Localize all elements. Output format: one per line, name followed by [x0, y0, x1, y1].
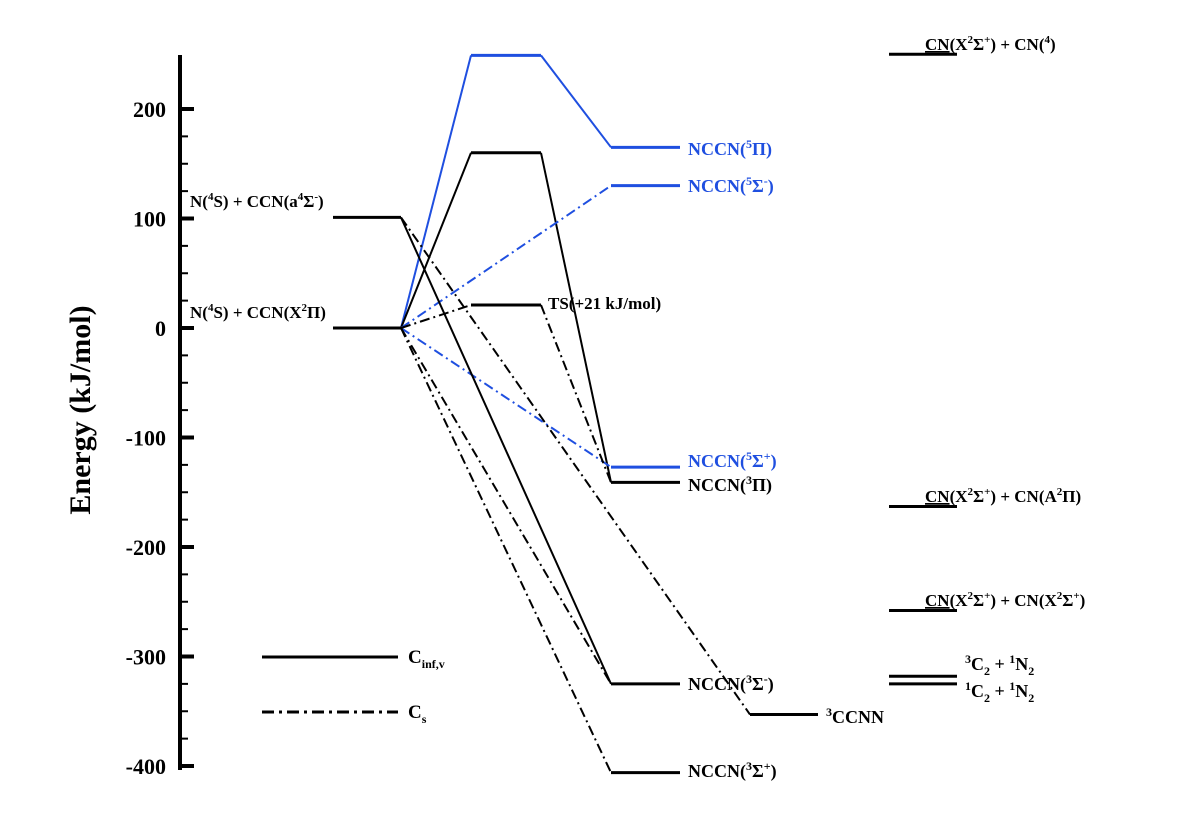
connection-ts21-p3pi	[540, 304, 612, 483]
y-tick-label: 200	[133, 97, 166, 122]
label-d5: 1C2 + 1N2	[965, 679, 1034, 705]
label-d1: CN(X2Σ+) + CN(4)	[925, 34, 1056, 54]
label-p3pi: NCCN(3Π)	[688, 473, 772, 496]
label-p3sp: NCCN(3Σ+)	[688, 759, 777, 782]
connection-r1-ts21	[400, 304, 472, 329]
y-tick-label: -100	[126, 426, 166, 451]
connection-ts5a-p5pi	[540, 54, 612, 148]
connection-r1-ts5a	[400, 55, 472, 329]
label-ts21: TS(+21 kJ/mol)	[548, 294, 661, 313]
label-p3sm: NCCN(3Σ-)	[688, 672, 774, 695]
connection-r1-p5sm	[400, 184, 612, 329]
label-d3: CN(X2Σ+) + CN(X2Σ+)	[925, 590, 1085, 610]
label-p5sm: NCCN(5Σ-)	[688, 174, 774, 197]
connection-r2-p3sm	[400, 216, 612, 685]
connection-lines	[400, 54, 751, 773]
connection-r1-ts3a	[400, 152, 472, 329]
energy-levels	[333, 52, 957, 775]
legend: Cinf,v Cs	[262, 647, 445, 726]
y-tick-label: -200	[126, 535, 166, 560]
y-axis: -400 -300 -200 -100 0 100 200 Energy (kJ/mol)	[64, 55, 194, 779]
y-axis-title: Energy (kJ/mol)	[64, 305, 97, 514]
connection-r1-p3sp	[400, 327, 612, 773]
label-d2: CN(X2Σ+) + CN(A2Π)	[925, 486, 1081, 506]
y-tick-label: -400	[126, 754, 166, 779]
y-tick-label: 0	[155, 316, 166, 341]
legend-cs-label: Cs	[408, 702, 427, 726]
y-tick-label: 100	[133, 207, 166, 232]
label-ccnn: 3CCNN	[826, 705, 884, 727]
connection-ts3a-p3pi	[540, 152, 612, 483]
connection-r2-ccnn	[400, 216, 751, 716]
connection-r1-p3sm	[400, 327, 612, 685]
label-p5pi: NCCN(5Π)	[688, 137, 772, 160]
y-tick-label: -300	[126, 645, 166, 670]
y-ticks: -400 -300 -200 -100 0 100 200	[126, 97, 194, 779]
label-d4: 3C2 + 1N2	[965, 652, 1034, 678]
legend-cinfv-label: Cinf,v	[408, 647, 445, 671]
label-r2: N(4S) + CCN(a4Σ-)	[190, 191, 324, 211]
label-r1: N(4S) + CCN(X2Π)	[190, 302, 326, 322]
label-p5sp: NCCN(5Σ+)	[688, 449, 777, 472]
connection-r1-p5sp	[400, 327, 612, 468]
